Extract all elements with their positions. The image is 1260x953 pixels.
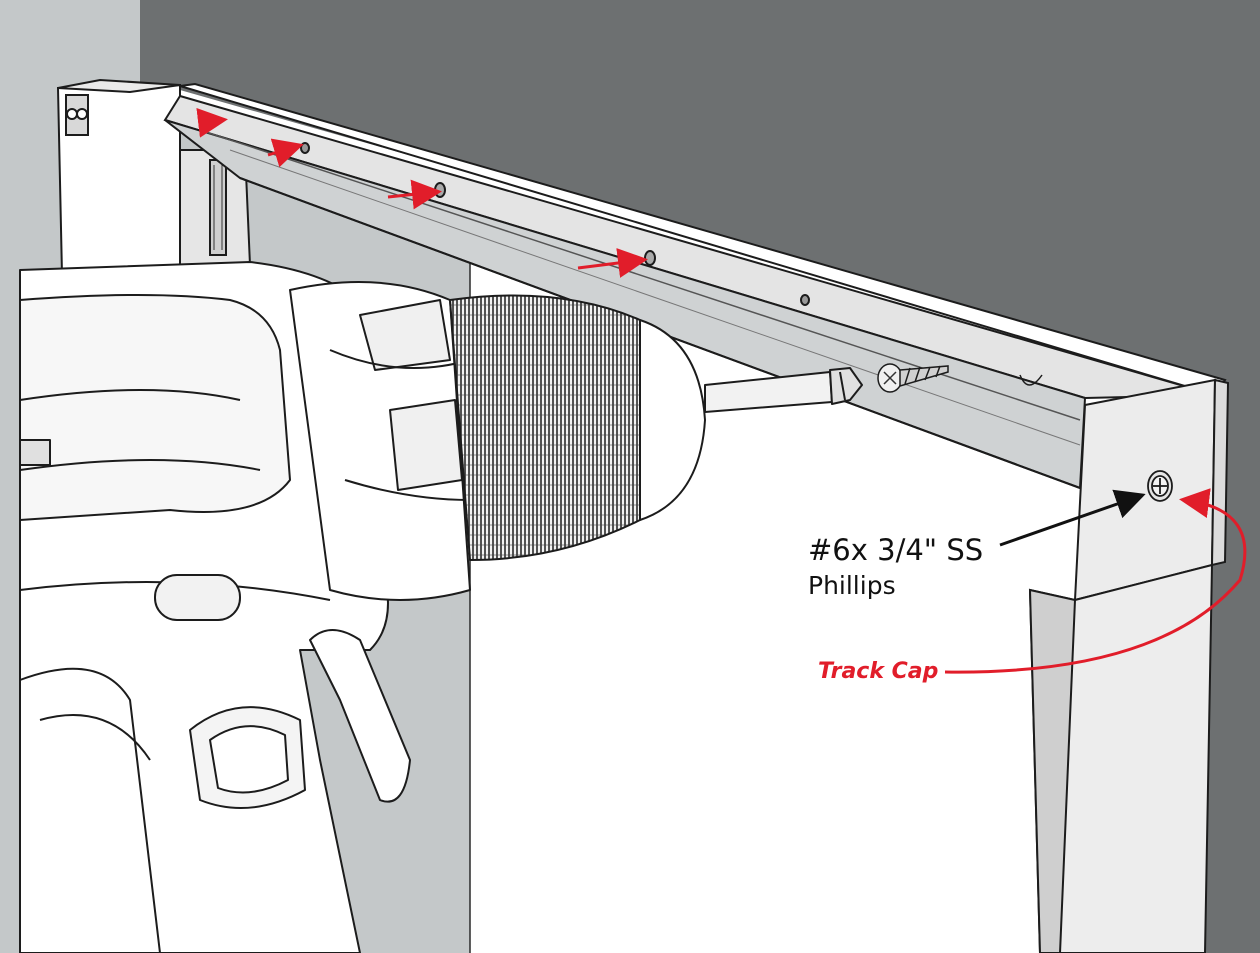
screw-icon xyxy=(877,363,949,393)
hole-indicator-arrows xyxy=(196,107,648,278)
screw-callout-arrow xyxy=(999,489,1146,547)
screw-type-label: Phillips xyxy=(808,571,896,600)
callout-arrows xyxy=(944,488,1247,674)
screw-spec-label: #6x 3/4" SS xyxy=(808,533,983,567)
phillips-screw-head-icon xyxy=(1147,470,1173,502)
cordless-drill-icon xyxy=(19,261,863,953)
track-cap-label: Track Cap xyxy=(818,659,938,684)
left-bracket xyxy=(56,78,252,277)
track-cap-callout-arrow xyxy=(944,488,1247,674)
track-cap xyxy=(1028,378,1230,953)
